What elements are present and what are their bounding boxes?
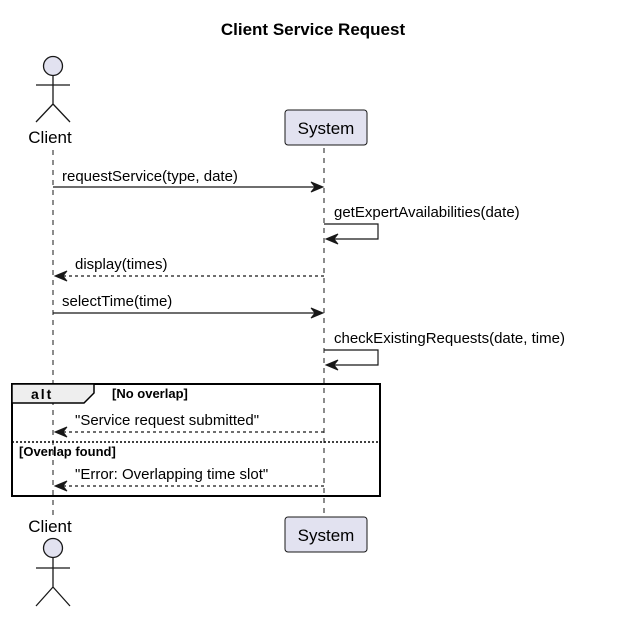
client-actor-top: Client — [28, 55, 72, 147]
message-service-request-submitted: "Service request submitted" — [53, 412, 324, 438]
arrow-head-icon — [324, 233, 339, 245]
client-label-bottom: Client — [28, 517, 72, 536]
arrow-head-icon — [310, 307, 325, 319]
arrow-head-icon — [310, 181, 325, 193]
message-request-service: requestService(type, date) — [53, 168, 325, 193]
message-check-existing-requests: checkExistingRequests(date, time) — [324, 330, 565, 371]
client-label-top: Client — [28, 128, 72, 147]
alt-keyword: alt — [31, 386, 53, 402]
message-label: getExpertAvailabilities(date) — [334, 204, 520, 221]
alt-frame — [11, 383, 381, 497]
alt-keyword-tab — [11, 383, 95, 404]
arrow-head-icon — [53, 480, 68, 492]
message-select-time: selectTime(time) — [53, 293, 325, 319]
message-label: requestService(type, date) — [62, 168, 238, 185]
actor-head-icon — [42, 55, 64, 77]
message-label: "Service request submitted" — [75, 412, 259, 429]
message-label: checkExistingRequests(date, time) — [334, 330, 565, 347]
actor-body-icon — [35, 557, 71, 607]
message-label: display(times) — [75, 256, 168, 273]
arrow-head-icon — [324, 359, 339, 371]
actor-head-icon — [42, 537, 64, 559]
alt-guard-no-overlap: [No overlap] — [112, 386, 188, 401]
message-label: selectTime(time) — [62, 293, 172, 310]
message-get-expert-availabilities: getExpertAvailabilities(date) — [324, 204, 520, 245]
arrow-head-icon — [53, 426, 68, 438]
message-arrow — [324, 223, 379, 240]
diagram-title: Client Service Request — [221, 20, 406, 39]
system-participant-bottom: System — [284, 516, 368, 553]
message-arrow — [324, 349, 379, 366]
system-label-top: System — [298, 119, 355, 138]
alt-fragment: alt [No overlap] "Service request submit… — [11, 383, 381, 497]
system-box-top — [284, 109, 368, 146]
message-label: "Error: Overlapping time slot" — [75, 466, 268, 483]
message-display-times: display(times) — [53, 256, 324, 282]
alt-guard-overlap-found: [Overlap found] — [19, 444, 116, 459]
message-error-overlapping: "Error: Overlapping time slot" — [53, 466, 324, 492]
system-participant-top: System — [284, 109, 368, 146]
actor-body-icon — [35, 75, 71, 123]
client-actor-bottom: Client — [28, 517, 72, 607]
system-box-bottom — [284, 516, 368, 553]
arrow-head-icon — [53, 270, 68, 282]
system-label-bottom: System — [298, 526, 355, 545]
